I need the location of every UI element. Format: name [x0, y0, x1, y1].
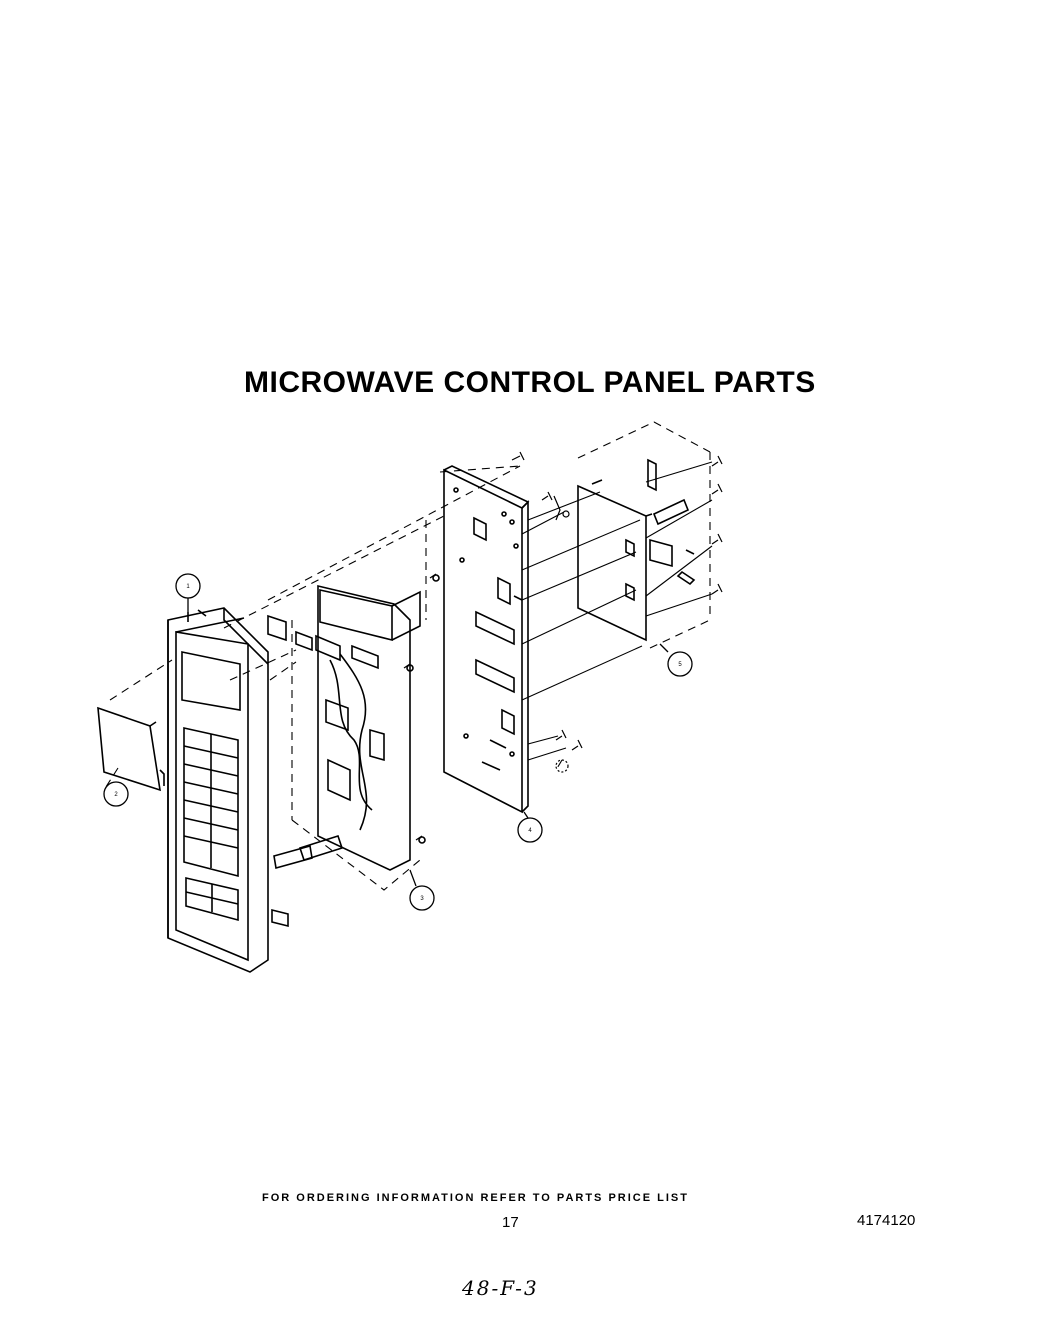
page-title: MICROWAVE CONTROL PANEL PARTS: [244, 366, 816, 399]
callout-label-2: 2: [114, 792, 118, 798]
ordering-note: FOR ORDERING INFORMATION REFER TO PARTS …: [262, 1192, 689, 1204]
callout-label-3: 3: [420, 896, 424, 902]
screws: [403, 451, 723, 841]
callouts: [103, 573, 693, 911]
mounting-bracket: [443, 465, 530, 814]
callout-4: [517, 817, 543, 843]
circuit-board-assembly: [267, 574, 440, 871]
control-panel-front: [167, 607, 289, 973]
callout-3: [409, 885, 435, 911]
callout-2: [103, 781, 129, 807]
page-number: 17: [502, 1214, 519, 1231]
callout-label-5: 5: [678, 662, 682, 668]
callout-label-1: 1: [186, 584, 190, 590]
callout-label-4: 4: [528, 828, 532, 834]
handwritten-note: 48-F-3: [462, 1276, 539, 1300]
document-number: 4174120: [857, 1212, 916, 1229]
callout-5: [667, 651, 693, 677]
panel-small-plate: [97, 706, 165, 792]
back-plate: [577, 458, 696, 642]
